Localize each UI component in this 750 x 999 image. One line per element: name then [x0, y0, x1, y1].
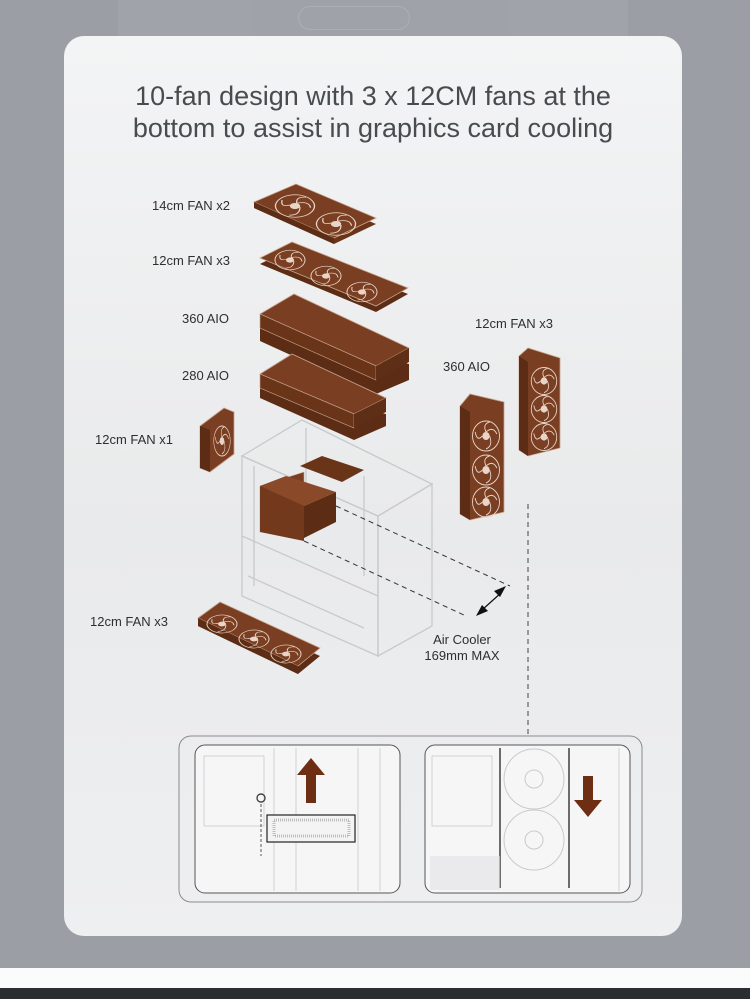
- label-air-cooler: Air Cooler 169mm MAX: [412, 632, 512, 664]
- label-side-aio: 360 AIO: [443, 359, 490, 374]
- air-cooler-line-1: Air Cooler: [433, 632, 491, 647]
- background-io-panel: [298, 6, 410, 30]
- label-bottom-fans: 12cm FAN x3: [90, 614, 169, 629]
- aio-280-top-illustration: [259, 353, 387, 440]
- detail-panel-fan-installation: [424, 744, 631, 894]
- label-rear-fan: 12cm FAN x1: [95, 432, 174, 447]
- case-illustration: [240, 419, 434, 658]
- arrow-up-icon: [297, 758, 325, 803]
- aio-360-top-illustration: [259, 293, 410, 394]
- fan-12cm-x3-top-illustration: [259, 241, 409, 312]
- fan-12cm-x3-bottom-illustration: [197, 601, 321, 674]
- aio-360-side-illustration: [459, 393, 505, 521]
- air-cooler-dimension-lines: [303, 505, 511, 617]
- air-cooler-line-2: 169mm MAX: [424, 648, 500, 663]
- air-cooler-illustration: [259, 456, 364, 541]
- fan-12cm-x3-side-illustration: [518, 347, 561, 457]
- detail-frame: [178, 735, 643, 903]
- label-top-fans-12cm: 12cm FAN x3: [152, 253, 231, 268]
- detail-panel-fan-bracket-removal: [194, 744, 401, 894]
- page-title: 10-fan design with 3 x 12CM fans at the …: [64, 80, 682, 144]
- arrow-down-icon: [574, 776, 602, 817]
- title-line-2: bottom to assist in graphics card coolin…: [132, 113, 614, 143]
- dimension-arrow: [476, 586, 506, 616]
- label-side-fans: 12cm FAN x3: [475, 316, 554, 331]
- bottom-strip: [0, 968, 750, 988]
- feature-card: 10-fan design with 3 x 12CM fans at the …: [64, 36, 682, 936]
- bottom-divider: [0, 988, 750, 999]
- background-case-photo: [118, 0, 628, 36]
- fan-14cm-x2-illustration: [253, 183, 377, 244]
- label-top-aio-280: 280 AIO: [182, 368, 229, 383]
- label-top-fans-14cm: 14cm FAN x2: [152, 198, 231, 213]
- fan-12cm-x1-rear-illustration: [199, 407, 235, 473]
- exploded-case-diagram: [178, 183, 643, 903]
- label-top-aio-360: 360 AIO: [182, 311, 229, 326]
- title-line-1: 10-fan design with 3 x 12CM fans at the: [135, 81, 611, 111]
